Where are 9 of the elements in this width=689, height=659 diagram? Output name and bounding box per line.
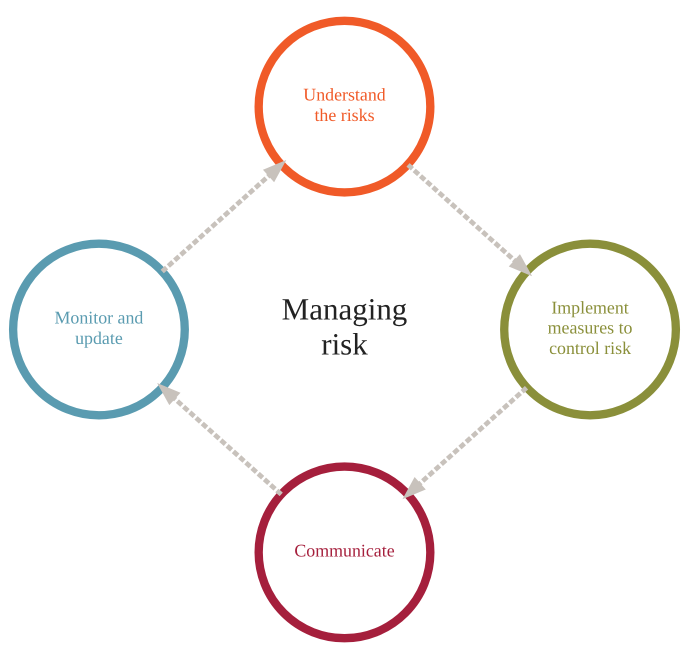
label: Managing risk (282, 292, 408, 362)
node-circle: Communicate (254, 462, 434, 642)
arrow (160, 160, 286, 274)
node-circle: Understand the risks (254, 16, 434, 197)
node-circle: Monitor and update (8, 240, 189, 420)
node-circle: Implement measures to control risk (500, 240, 680, 420)
arrow (157, 382, 283, 496)
arrow (406, 163, 532, 276)
arrow (402, 386, 528, 500)
